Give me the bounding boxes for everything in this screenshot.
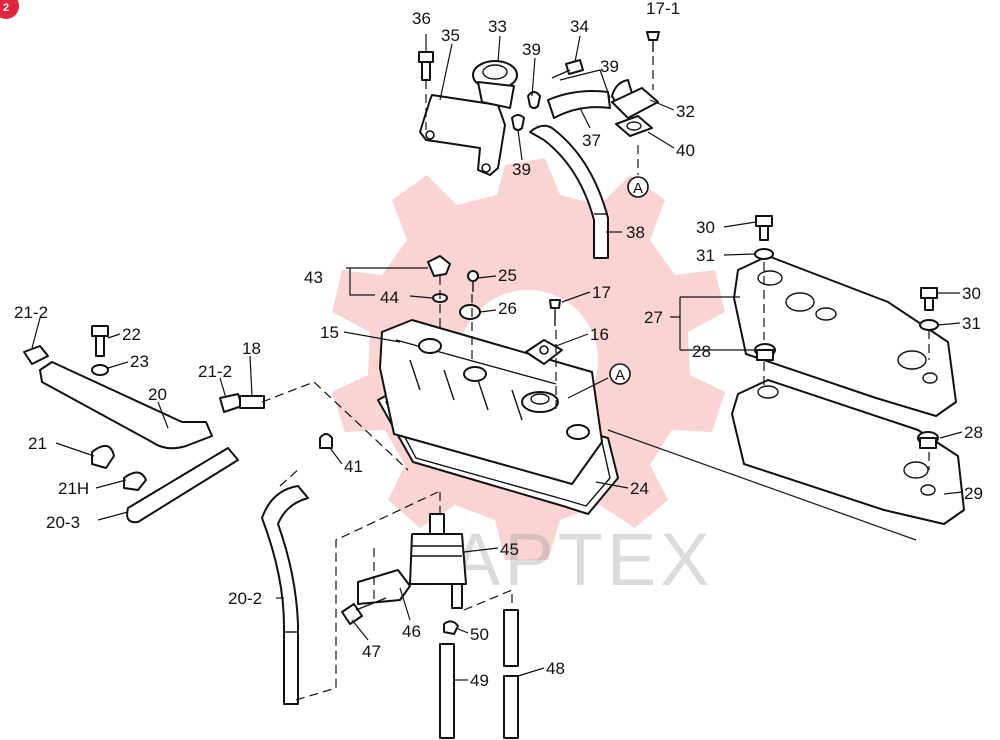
callout-39-a: 39 bbox=[522, 40, 541, 59]
callout-45: 45 bbox=[500, 540, 519, 559]
bracket-46 bbox=[357, 569, 411, 605]
washer-31b bbox=[919, 319, 939, 331]
callout-36: 36 bbox=[412, 9, 431, 28]
washer-23 bbox=[91, 364, 109, 376]
washer-31a bbox=[754, 248, 774, 260]
callout-20: 20 bbox=[148, 385, 167, 404]
side-cover-29 bbox=[731, 379, 965, 525]
callout-31-b: 31 bbox=[962, 314, 981, 333]
callout-41: 41 bbox=[344, 457, 363, 476]
callout-30-a: 30 bbox=[696, 218, 715, 237]
callout-39-c: 39 bbox=[512, 160, 531, 179]
callout-15: 15 bbox=[320, 323, 339, 342]
fitting-18 bbox=[239, 395, 265, 409]
callout-30-b: 30 bbox=[962, 284, 981, 303]
callout-labels: 36 35 33 39 34 39 17-1 32 37 40 39 38 30… bbox=[14, 0, 983, 690]
hose-38 bbox=[529, 124, 609, 259]
callout-21h: 21H bbox=[58, 479, 89, 498]
hose-assembly-left bbox=[23, 325, 439, 705]
clip-21-2b bbox=[219, 393, 243, 413]
callout-20-3: 20-3 bbox=[46, 513, 80, 532]
clip-21-2a bbox=[23, 345, 49, 365]
ref-a-top: A bbox=[633, 180, 643, 197]
clamp-21 bbox=[91, 445, 115, 469]
hose-20-2 bbox=[261, 485, 309, 705]
breather-assembly: A bbox=[418, 31, 660, 259]
callout-47: 47 bbox=[362, 642, 381, 661]
callout-35: 35 bbox=[441, 26, 460, 45]
callout-46: 46 bbox=[402, 622, 421, 641]
bracket-35 bbox=[419, 94, 506, 176]
callout-26: 26 bbox=[498, 299, 517, 318]
hose-20 bbox=[39, 361, 213, 450]
bolt-47 bbox=[341, 603, 363, 625]
ref-a-center: A bbox=[615, 367, 625, 384]
valve-cover-assembly bbox=[377, 255, 619, 515]
ref-circle-a-top bbox=[627, 176, 649, 198]
callout-33: 33 bbox=[488, 17, 507, 36]
gasket-40 bbox=[615, 115, 653, 137]
grommet-26 bbox=[459, 304, 481, 320]
callout-49: 49 bbox=[470, 671, 489, 690]
callout-20-2: 20-2 bbox=[228, 589, 262, 608]
callout-18: 18 bbox=[242, 339, 261, 358]
callout-32: 32 bbox=[676, 102, 695, 121]
plug-41 bbox=[319, 433, 333, 449]
clamp-39a bbox=[527, 91, 541, 109]
bolt-36 bbox=[418, 51, 434, 63]
callout-48: 48 bbox=[546, 659, 565, 678]
callout-16: 16 bbox=[590, 325, 609, 344]
bolt-25 bbox=[467, 270, 479, 282]
callout-39-b: 39 bbox=[600, 57, 619, 76]
callout-25: 25 bbox=[498, 266, 517, 285]
bolt-30a bbox=[755, 215, 773, 227]
separator-45 bbox=[409, 533, 467, 585]
plug-43 bbox=[427, 255, 451, 277]
callout-38: 38 bbox=[626, 223, 645, 242]
callout-37: 37 bbox=[582, 131, 601, 150]
side-cover-assembly bbox=[607, 215, 965, 541]
callout-22: 22 bbox=[122, 325, 141, 344]
callout-31-a: 31 bbox=[696, 246, 715, 265]
screw-17 bbox=[549, 299, 561, 309]
ref-circle-a-center bbox=[609, 363, 631, 385]
corner-badge: 2 bbox=[0, 0, 19, 19]
hose-49 bbox=[439, 643, 455, 739]
clamp-21h bbox=[123, 471, 147, 491]
hose-48a bbox=[503, 609, 519, 667]
callout-17: 17 bbox=[592, 283, 611, 302]
callout-28-b: 28 bbox=[964, 423, 983, 442]
callout-24: 24 bbox=[630, 479, 649, 498]
callout-50: 50 bbox=[470, 625, 489, 644]
callout-21-2-a: 21-2 bbox=[14, 303, 48, 322]
hose-48 bbox=[503, 675, 519, 739]
callout-21: 21 bbox=[28, 434, 47, 453]
bolt-22 bbox=[91, 325, 109, 337]
bolt-34 bbox=[565, 59, 584, 75]
separator-assembly bbox=[341, 492, 519, 739]
clamp-39c bbox=[511, 114, 525, 131]
callout-23: 23 bbox=[130, 352, 149, 371]
callout-34: 34 bbox=[570, 17, 589, 36]
callout-43: 43 bbox=[304, 268, 323, 287]
corner-badge-number: 2 bbox=[3, 2, 9, 14]
callout-17-1: 17-1 bbox=[646, 0, 680, 18]
callout-28-a: 28 bbox=[692, 342, 711, 361]
hose-20-3 bbox=[126, 447, 239, 524]
callout-21-2-b: 21-2 bbox=[198, 362, 232, 381]
hose-37 bbox=[547, 90, 611, 119]
callout-44: 44 bbox=[380, 288, 399, 307]
bolt-30b bbox=[920, 287, 938, 299]
leader-lines bbox=[31, 34, 963, 681]
screw-17-1 bbox=[646, 31, 660, 41]
callout-40: 40 bbox=[676, 141, 695, 160]
clip-50 bbox=[443, 620, 459, 635]
callout-27: 27 bbox=[644, 308, 663, 327]
callout-29: 29 bbox=[964, 484, 983, 503]
